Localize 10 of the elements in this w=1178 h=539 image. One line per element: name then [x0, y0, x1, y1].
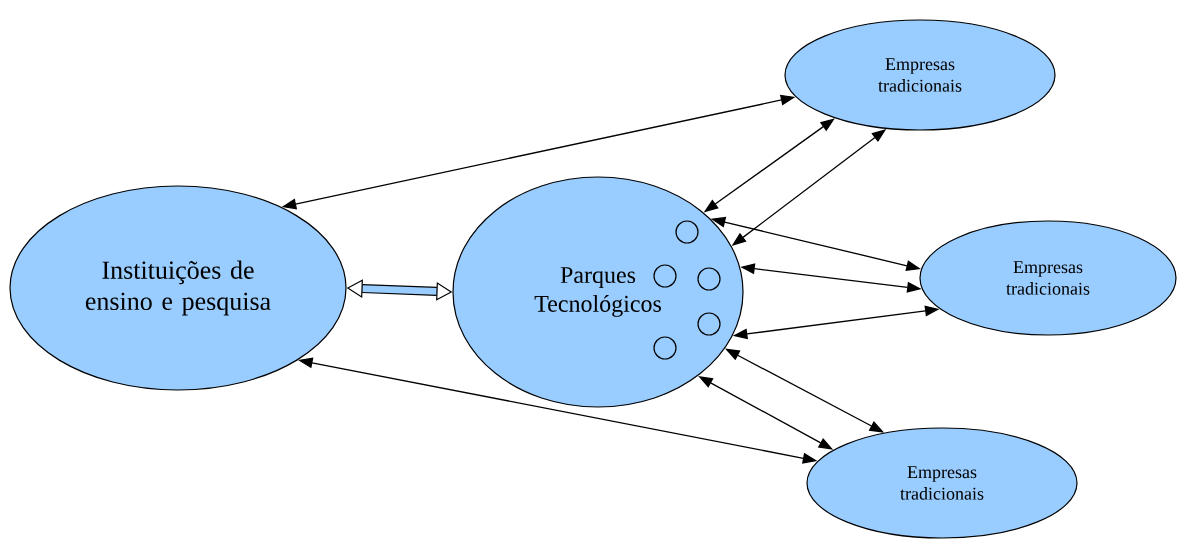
ellipse-node: Empresas tradicionais [806, 427, 1078, 539]
ellipse-node: Instituições de ensino e pesquisa [9, 185, 347, 391]
small-circle [653, 336, 677, 360]
ellipse-node: Parques Tecnológicos [452, 176, 744, 408]
small-circle [697, 267, 721, 291]
small-circle [675, 220, 699, 244]
ellipse-node: Empresas tradicionais [919, 220, 1177, 336]
ellipse-node: Empresas tradicionais [784, 19, 1056, 131]
small-circle [653, 264, 677, 288]
small-circle [697, 312, 721, 336]
